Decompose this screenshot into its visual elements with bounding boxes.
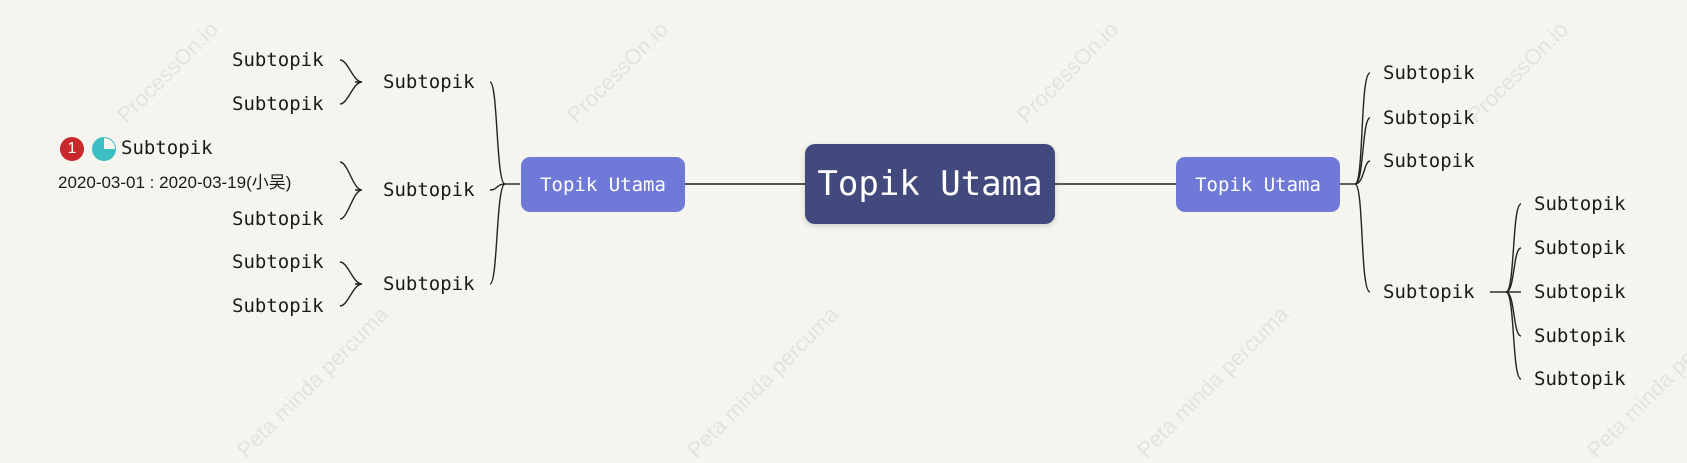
subtopic[interactable]: Subtopik	[1383, 107, 1475, 129]
main-topic-left[interactable]: Topik Utama	[521, 157, 685, 212]
subtopic-child[interactable]: Subtopik	[1534, 237, 1626, 259]
subtopic-child[interactable]: Subtopik	[1534, 325, 1626, 347]
subtopic-child[interactable]: Subtopik	[232, 93, 324, 115]
central-topic[interactable]: Topik Utama	[805, 144, 1055, 224]
subtopic[interactable]: Subtopik	[1383, 150, 1475, 172]
subtopic[interactable]: Subtopik	[383, 273, 475, 295]
subtopic-child[interactable]: Subtopik	[232, 49, 324, 71]
subtopic-child[interactable]: Subtopik	[1534, 368, 1626, 390]
subtopic-child[interactable]: Subtopik	[232, 295, 324, 317]
subtopic[interactable]: Subtopik	[383, 71, 475, 93]
subtopic-child-task[interactable]: Subtopik	[121, 137, 213, 159]
subtopic-child[interactable]: Subtopik	[1534, 281, 1626, 303]
subtopic[interactable]: Subtopik	[383, 179, 475, 201]
subtopic-child[interactable]: Subtopik	[1534, 193, 1626, 215]
priority-1-icon: 1	[60, 137, 84, 161]
main-topic-right[interactable]: Topik Utama	[1176, 157, 1340, 212]
task-date-range: 2020-03-01 : 2020-03-19(小吴)	[58, 173, 292, 192]
subtopic[interactable]: Subtopik	[1383, 62, 1475, 84]
subtopic-child[interactable]: Subtopik	[232, 251, 324, 273]
subtopic-child[interactable]: Subtopik	[232, 208, 324, 230]
progress-pie-icon	[92, 137, 116, 161]
subtopic[interactable]: Subtopik	[1383, 281, 1475, 303]
